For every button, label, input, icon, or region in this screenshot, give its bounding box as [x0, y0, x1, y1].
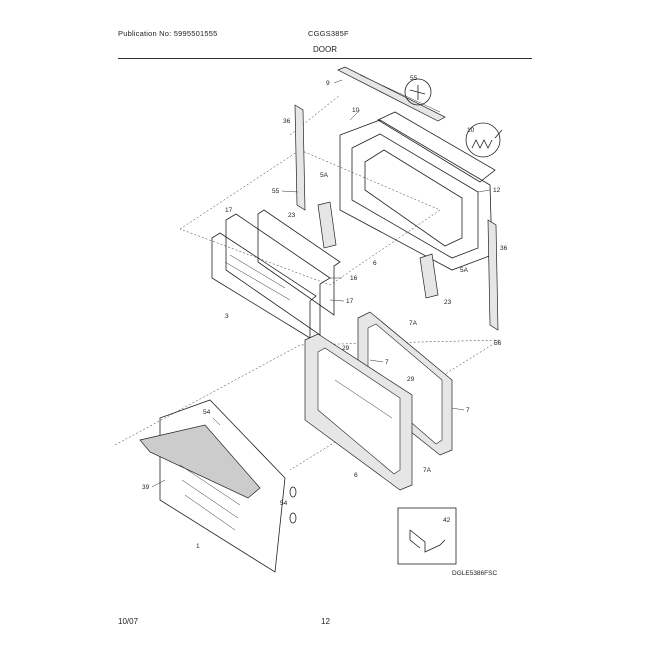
callout: 5A: [320, 172, 329, 179]
callout: 5A: [460, 267, 469, 274]
callout: 29: [407, 376, 415, 383]
spring-icon: [471, 139, 493, 149]
leader-line: [212, 417, 221, 426]
screw-icon: [409, 89, 426, 95]
callout: 39: [142, 484, 150, 491]
section-title: DOOR: [313, 45, 337, 54]
callout: 12: [493, 187, 501, 194]
callout: 7: [466, 407, 470, 414]
leader-line: [451, 407, 465, 411]
leader-line: [369, 359, 384, 363]
leader-line: [151, 479, 166, 488]
bracket-icon: [409, 529, 446, 553]
outer-glass-panel: [211, 232, 317, 339]
revision-date: 10/07: [118, 617, 139, 626]
door-panel-texture: [179, 464, 241, 531]
callout: 36: [500, 245, 508, 252]
top-trim-detail: [359, 74, 441, 113]
publication-number: Publication No: 5995501555: [118, 29, 218, 38]
glass-reflection: [224, 261, 291, 301]
left-hinge: [317, 201, 337, 249]
top-trim: [337, 66, 446, 122]
door-handle: [139, 424, 261, 499]
callout: 3: [225, 313, 229, 320]
page-number: 12: [321, 617, 330, 626]
left-hinge-channel: [294, 104, 306, 211]
leader-line: [281, 190, 299, 193]
leader-line: [349, 109, 361, 121]
callout: 7A: [409, 320, 418, 327]
callout: 10: [467, 127, 475, 134]
right-hinge: [419, 253, 439, 299]
callout: 10: [352, 107, 360, 114]
screw-detail-circle: [404, 78, 432, 106]
callout: 17: [346, 298, 354, 305]
callout: 54: [203, 409, 211, 416]
glass-panel-17: [225, 213, 331, 336]
liner-detail: [334, 379, 393, 419]
callout: 55: [410, 75, 418, 82]
callout: 54: [280, 500, 288, 507]
callout: 55: [272, 188, 280, 195]
guide-line: [289, 94, 341, 136]
figure-id: DGLE5386FSC: [452, 570, 497, 577]
leader-line: [333, 79, 343, 84]
spring-hook: [494, 129, 503, 139]
callout: 16: [350, 275, 358, 282]
inner-door-glass: [364, 149, 463, 247]
callout: 6: [373, 260, 377, 267]
callout: 56: [494, 340, 502, 347]
callout: 1: [196, 543, 200, 550]
callout: 7: [385, 359, 389, 366]
header-divider: [118, 58, 532, 59]
callout: 9: [326, 80, 330, 87]
leader-line: [477, 189, 491, 193]
door-liner-opening: [317, 347, 401, 475]
glass-panel-16: [257, 209, 341, 316]
callout: 42: [443, 517, 451, 524]
model-number: CGGS385F: [308, 29, 349, 38]
right-hinge-channel: [487, 219, 499, 331]
callout: 36: [283, 118, 291, 125]
bracket-inset-box: [397, 507, 457, 565]
glass-reflection: [229, 254, 286, 289]
screw-54-icon: [289, 486, 297, 498]
outer-door-panel: [159, 399, 286, 573]
callout: 6: [354, 472, 358, 479]
callout: 7A: [423, 467, 432, 474]
callout: 23: [288, 212, 296, 219]
screw-54-icon: [289, 512, 297, 524]
leader-line: [329, 299, 345, 302]
callout: 29: [342, 345, 350, 352]
spring-detail-circle: [465, 122, 501, 158]
inner-door-top: [377, 111, 496, 183]
callout: 23: [444, 299, 452, 306]
callout: 17: [225, 207, 233, 214]
inner-door-window: [351, 133, 479, 259]
